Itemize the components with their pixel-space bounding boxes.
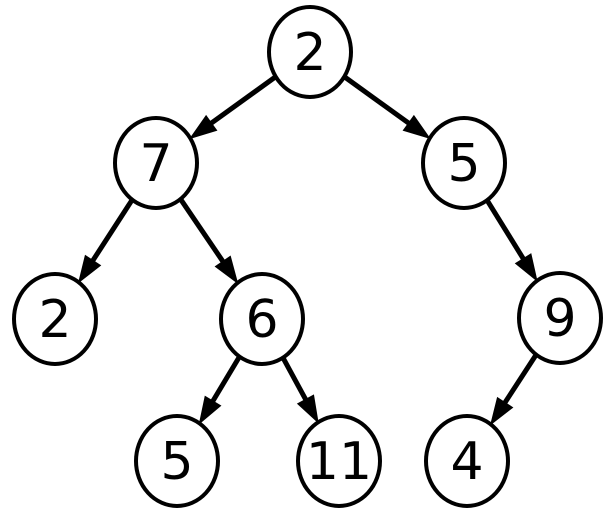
tree-node[interactable]: 11 bbox=[296, 414, 382, 508]
tree-edge bbox=[178, 197, 228, 267]
node-label: 11 bbox=[306, 432, 372, 492]
arrowhead-icon bbox=[198, 395, 222, 425]
arrowhead-icon bbox=[514, 253, 538, 283]
tree-node[interactable]: 2 bbox=[12, 272, 98, 366]
node-circle bbox=[421, 116, 507, 210]
node-label: 5 bbox=[447, 134, 480, 194]
arrowhead-icon bbox=[77, 254, 102, 284]
tree-node[interactable]: 7 bbox=[113, 116, 199, 210]
node-circle bbox=[267, 5, 353, 99]
tree-edge bbox=[88, 198, 135, 267]
tree-edge bbox=[342, 74, 415, 129]
tree-edge bbox=[208, 355, 242, 407]
node-label: 7 bbox=[139, 134, 172, 194]
node-circle bbox=[517, 271, 603, 365]
arrowhead-icon bbox=[189, 114, 218, 140]
tree-edge bbox=[500, 353, 539, 409]
tree-node[interactable]: 4 bbox=[424, 414, 510, 508]
node-label: 9 bbox=[543, 289, 576, 349]
node-circle bbox=[12, 272, 98, 366]
arrowhead-icon bbox=[402, 114, 431, 140]
node-circle bbox=[113, 116, 199, 210]
node-label: 2 bbox=[293, 23, 326, 83]
node-label: 5 bbox=[160, 432, 193, 492]
arrowhead-icon bbox=[489, 396, 514, 426]
node-circle bbox=[424, 414, 510, 508]
tree-node[interactable]: 6 bbox=[219, 272, 305, 366]
node-circle bbox=[219, 272, 305, 366]
nodes-layer: 2 7 5 2 6 9 5 11 4 bbox=[12, 5, 603, 508]
tree-edge bbox=[280, 356, 311, 406]
arrowhead-icon bbox=[296, 394, 319, 424]
tree-edge bbox=[205, 74, 278, 129]
tree-edge bbox=[484, 198, 529, 265]
node-circle bbox=[296, 414, 382, 508]
tree-node[interactable]: 5 bbox=[421, 116, 507, 210]
node-label: 2 bbox=[38, 290, 71, 350]
arrowhead-icon bbox=[214, 255, 239, 285]
node-label: 6 bbox=[245, 290, 278, 350]
tree-node[interactable]: 9 bbox=[517, 271, 603, 365]
node-label: 4 bbox=[450, 432, 483, 492]
node-circle bbox=[134, 414, 220, 508]
tree-node[interactable]: 2 bbox=[267, 5, 353, 99]
tree-node[interactable]: 5 bbox=[134, 414, 220, 508]
edges-layer bbox=[77, 74, 539, 426]
